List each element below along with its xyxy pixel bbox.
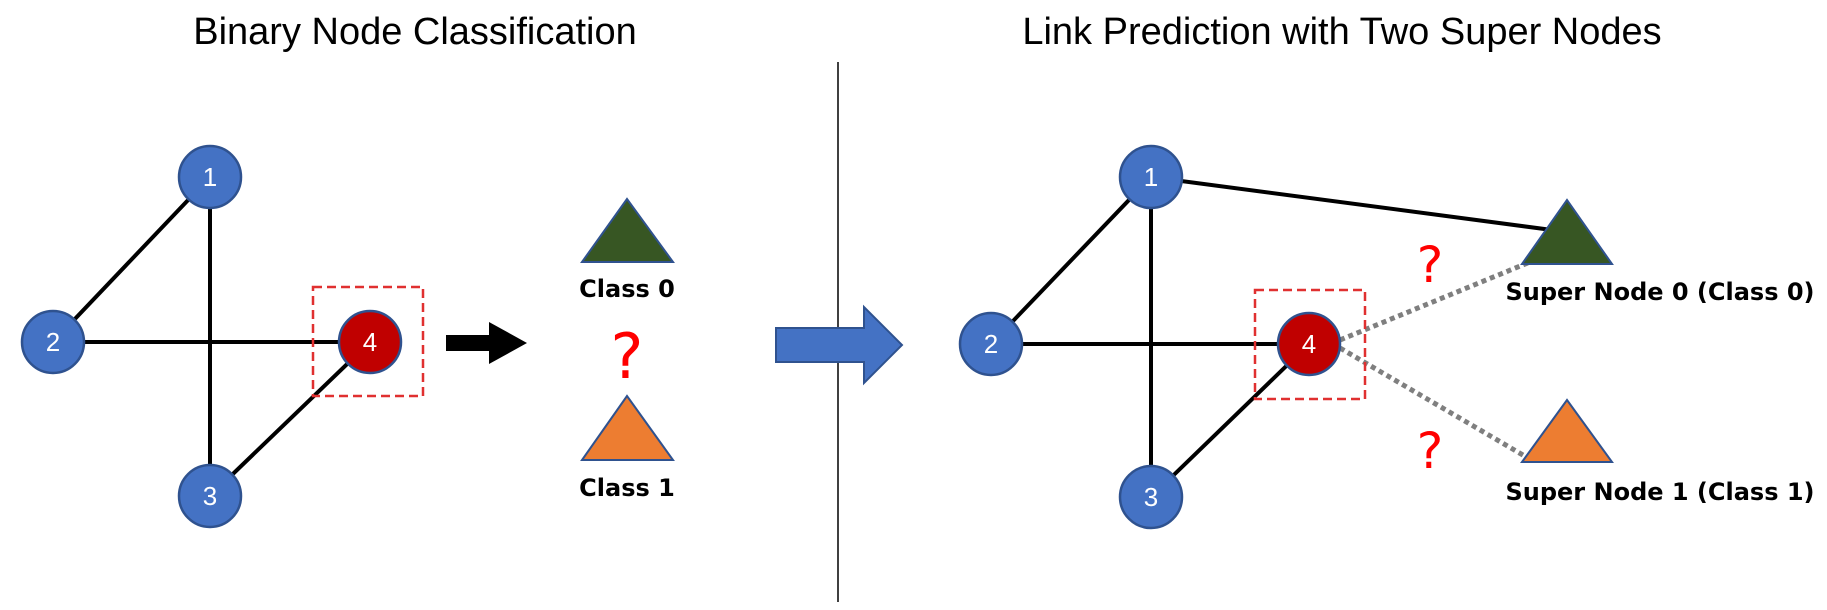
candidate-link-super1 (1338, 345, 1530, 461)
node-label: 2 (46, 327, 60, 357)
class-0-label: Class 0 (579, 275, 675, 303)
classify-arrow-icon (446, 322, 527, 364)
edge-1-2 (989, 175, 1153, 346)
node-3: 3 (1118, 464, 1184, 530)
left-edges (51, 175, 372, 498)
question-mark-super0: ? (1417, 236, 1444, 294)
super-node-1-label: Super Node 1 (Class 1) (1505, 478, 1814, 506)
edge-3-4 (208, 340, 372, 498)
node-label: 4 (1302, 329, 1316, 359)
node-3: 3 (177, 463, 243, 529)
class-0-triangle (580, 197, 675, 263)
edge-1-2 (51, 175, 212, 344)
node-4-target: 4 (337, 309, 403, 375)
node-label: 3 (203, 481, 217, 511)
target-highlight-box (311, 285, 425, 398)
super-node-1-triangle (1520, 398, 1614, 463)
node-1: 1 (177, 144, 243, 210)
class-1-label: Class 1 (579, 474, 675, 502)
node-1: 1 (1118, 144, 1184, 210)
super-node-0-label: Super Node 0 (Class 0) (1505, 278, 1814, 306)
node-label: 1 (203, 162, 217, 192)
right-title: Link Prediction with Two Super Nodes (1022, 11, 1661, 53)
node-label: 1 (1144, 162, 1158, 192)
node-label: 3 (1144, 482, 1158, 512)
node-2: 2 (20, 309, 86, 375)
target-highlight-box (1253, 288, 1367, 401)
edge-1-super0 (1150, 175, 1553, 232)
left-graph: 1 2 3 4 (20, 144, 425, 529)
right-edges (989, 175, 1553, 499)
node-label: 2 (984, 329, 998, 359)
node-label: 4 (363, 327, 377, 357)
super-node-0-triangle (1520, 198, 1614, 265)
transform-arrow-icon (775, 304, 904, 386)
question-mark: ? (611, 320, 644, 393)
question-mark-super1: ? (1417, 422, 1444, 480)
class-1-triangle (580, 394, 675, 461)
left-title: Binary Node Classification (193, 11, 637, 53)
candidate-link-super0 (1339, 259, 1531, 343)
node-2: 2 (958, 311, 1024, 377)
node-4-target: 4 (1276, 311, 1342, 377)
candidate-links (1338, 259, 1531, 461)
edge-3-4 (1149, 342, 1311, 499)
right-graph: 1 2 3 4 ? ? Super Node 0 (Class 0) Super… (958, 144, 1815, 530)
